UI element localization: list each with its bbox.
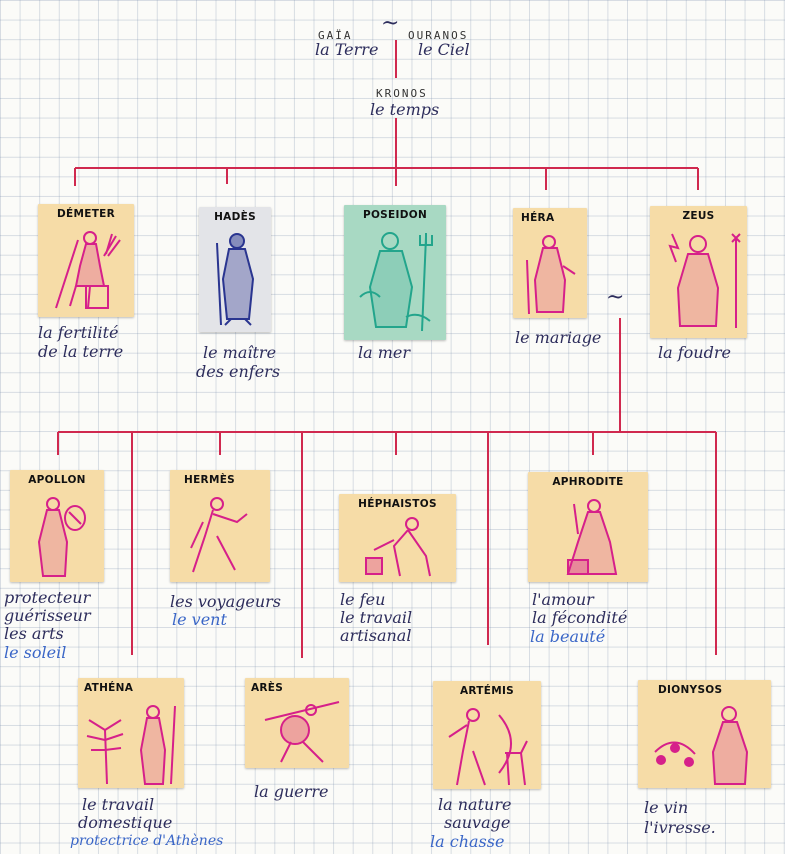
athena-line-blue: protectrice d'Athènes <box>70 833 224 849</box>
aphrodite-line-2: la fécondité <box>532 608 628 627</box>
card-poseidon: POSEIDON <box>344 205 446 340</box>
ouranos-meaning: le Ciel <box>418 40 470 59</box>
apollon-line-3: les arts <box>4 624 64 643</box>
card-demeter: DÉMETER <box>38 204 134 317</box>
athena-line-1: le travail <box>82 795 155 814</box>
card-title: APOLLON <box>28 474 86 486</box>
hephaistos-line-3: artisanal <box>340 626 412 645</box>
card-title: ARÈS <box>251 682 284 694</box>
ouranos-name: OURANOS <box>408 29 469 42</box>
card-hermes: HERMÈS <box>170 470 270 582</box>
athena-figure-icon <box>86 705 176 785</box>
card-hephaistos: HÉPHAISTOS <box>339 494 456 582</box>
apollon-line-blue: le soleil <box>4 643 67 662</box>
demeter-line-2: de la terre <box>38 342 124 361</box>
card-hades: HADÈS <box>199 207 271 332</box>
poseidon-line-1: la mer <box>358 343 411 362</box>
card-aphrodite: APHRODITE <box>528 472 648 582</box>
card-title: HÉPHAISTOS <box>358 498 437 510</box>
poseidon-figure-icon <box>359 232 433 332</box>
aphrodite-line-blue: la beauté <box>530 627 606 646</box>
card-title: ARTÉMIS <box>459 685 515 697</box>
marriage-tilde: ~ <box>606 285 625 310</box>
card-title: APHRODITE <box>552 476 624 488</box>
card-ares: ARÈS <box>245 678 349 768</box>
ares-line-1: la guerre <box>254 782 329 801</box>
hades-figure-icon <box>216 233 255 326</box>
dionysos-line-2: l'ivresse. <box>644 818 716 837</box>
card-dionysos: DIONYSOS <box>638 680 771 788</box>
apollon-line-1: protecteur <box>4 588 91 607</box>
hades-line-2: des enfers <box>196 362 281 381</box>
gaia-name: GAÏA <box>318 29 353 42</box>
athena-line-2: domestique <box>78 813 173 832</box>
card-artemis: ARTÉMIS <box>433 681 541 789</box>
dionysos-line-1: le vin <box>644 798 689 817</box>
card-title: HÉRA <box>521 212 555 224</box>
card-athena: ATHÉNA <box>78 678 184 788</box>
artemis-line-1: la nature <box>438 795 512 814</box>
apollon-line-2: guérisseur <box>4 606 91 625</box>
dionysos-figure-icon <box>653 706 748 785</box>
card-apollon: APOLLON <box>10 470 104 582</box>
hephaistos-line-1: le feu <box>340 590 386 609</box>
artemis-figure-icon <box>448 708 528 786</box>
hades-line-1: le maître <box>203 343 277 362</box>
card-zeus: ZEUS <box>650 206 747 338</box>
aphrodite-figure-icon <box>566 499 618 575</box>
hermes-line-blue: le vent <box>172 610 227 629</box>
hephaistos-line-2: le travail <box>340 608 413 627</box>
card-title: DÉMETER <box>56 208 116 220</box>
gaia-meaning: la Terre <box>315 40 379 59</box>
hermes-figure-icon <box>190 497 248 573</box>
aphrodite-line-1: l'amour <box>532 590 594 609</box>
union-tilde: ~ <box>381 11 400 36</box>
zeus-figure-icon <box>667 233 741 328</box>
artemis-line-blue: la chasse <box>430 832 505 851</box>
apollon-figure-icon <box>37 497 86 577</box>
demeter-figure-icon <box>55 231 121 309</box>
hermes-line-1: les voyageurs <box>170 592 282 611</box>
card-title: ATHÉNA <box>84 682 134 694</box>
hephaistos-figure-icon <box>364 517 431 577</box>
card-title: HADÈS <box>214 211 256 223</box>
hera-line-1: le mariage <box>515 328 602 347</box>
kronos-meaning: le temps <box>370 100 440 119</box>
card-hera: HÉRA <box>513 208 587 318</box>
card-title: DIONYSOS <box>658 684 723 696</box>
demeter-line-1: la fertilité <box>38 323 119 342</box>
artemis-line-2: sauvage <box>444 813 511 832</box>
card-title: ZEUS <box>682 210 715 222</box>
card-title: HERMÈS <box>184 474 236 486</box>
card-title: POSEIDON <box>362 209 428 221</box>
ares-figure-icon <box>264 701 340 763</box>
hera-figure-icon <box>526 235 576 315</box>
zeus-line-1: la foudre <box>658 343 731 362</box>
kronos-name: KRONOS <box>376 87 428 100</box>
